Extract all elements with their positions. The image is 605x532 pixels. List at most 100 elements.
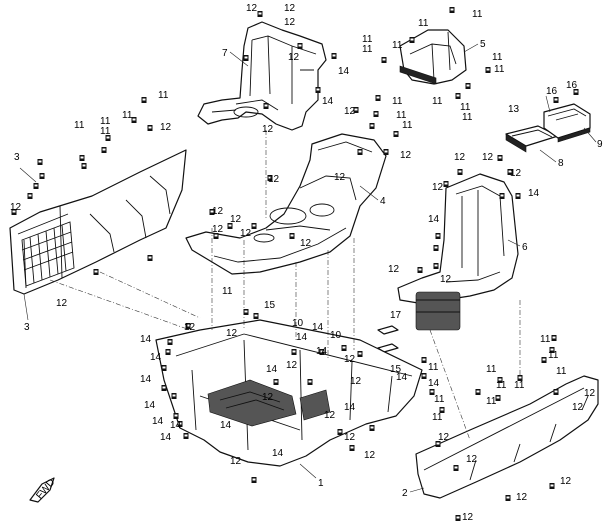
bolt-icon [213,233,219,239]
fastener-callout-12: 12 [466,454,478,465]
bolt-icon [417,267,423,273]
fastener-callout-11: 11 [460,102,471,113]
fastener-callout-12: 12 [268,174,280,185]
bolt-icon [369,123,375,129]
fastener-callout-12: 12 [560,476,572,487]
fastener-callout-11: 11 [362,34,373,45]
callout-part-3: 3 [24,322,30,333]
bolt-icon [273,379,279,385]
fastener-callout-11: 11 [432,412,443,423]
bolt-icon [289,233,295,239]
part-17-plates [377,325,399,353]
bolt-icon [495,395,501,401]
fastener-callout-12: 12 [344,354,356,365]
bolt-icon [263,103,269,109]
bolt-icon [81,163,87,169]
fastener-callout-14: 14 [150,352,162,363]
fastener-callout-11: 11 [462,112,473,123]
fastener-callout-11: 11 [362,44,373,55]
bolt-icon [549,347,555,353]
fastener-callout-11: 11 [74,120,85,131]
callout-part-13: 13 [508,104,520,115]
fastener-callout-12: 12 [262,392,274,403]
callout-part-9: 9 [597,139,603,150]
callout-part-16a: 16 [546,86,558,97]
bolt-icon [39,173,45,179]
leader-lines [19,43,597,493]
fastener-callout-11: 11 [540,334,551,345]
fastener-callout-12: 12 [184,322,196,333]
bolt-icon [443,181,449,187]
bolt-icon [421,357,427,363]
bolt-icon [27,193,33,199]
fastener-callout-12: 12 [160,122,172,133]
bolt-icon [209,209,215,215]
bolt-icon [349,445,355,451]
fastener-callout-14: 14 [140,374,152,385]
bolt-icon [497,155,503,161]
fastener-callout-11: 11 [392,40,403,51]
fastener-callout-12: 12 [462,512,474,523]
bolt-icon [341,345,347,351]
left-panel-vent-grid [21,221,75,287]
fastener-callout-12: 12 [212,206,224,217]
fastener-callout-14: 14 [528,188,540,199]
bolt-icon [319,349,325,355]
fastener-callout-11: 11 [100,116,111,127]
bolt-icon [541,357,547,363]
fastener-callout-12: 12 [226,328,238,339]
bolt-icon [251,477,257,483]
bolt-icon [161,385,167,391]
callout-part-10a: 10 [292,318,304,329]
bolt-icon [177,421,183,427]
fastener-callout-12: 12 [212,224,224,235]
bolt-icon [251,223,257,229]
bolt-icon [465,83,471,89]
bolt-icon [453,465,459,471]
bolt-icon [573,89,579,95]
part-2-right-skirt [415,375,599,499]
bolt-icon [171,393,177,399]
bolt-icon [165,349,171,355]
fastener-callout-12: 12 [344,106,356,117]
bolt-icon [421,373,427,379]
bolt-icon [11,209,17,215]
part-4-center-console [185,133,387,275]
fastener-callout-12: 12 [440,274,452,285]
assembly-center-lines [49,130,521,441]
fastener-callout-11: 11 [486,396,497,407]
bolt-icon [185,323,191,329]
fastener-callout-12: 12 [246,3,258,14]
bolt-icon [253,313,259,319]
fastener-callout-12: 12 [438,432,450,443]
fastener-callout-11: 11 [158,90,169,101]
fastener-callout-11: 11 [418,18,429,29]
bolt-icon [243,55,249,61]
bolt-icon [375,95,381,101]
fastener-callout-11: 11 [392,96,403,107]
bolt-icon [167,339,173,345]
bolt-icon [551,335,557,341]
callout-part-16b: 16 [566,80,578,91]
bolt-icon [131,117,137,123]
callout-part-15a: 15 [264,300,276,311]
bolt-icon [161,365,167,371]
fastener-callout-12: 12 [454,152,466,163]
fastener-callout-14: 14 [144,400,156,411]
fastener-callout-12: 12 [482,152,494,163]
bolt-icon [353,107,359,113]
callout-part-5: 5 [480,39,486,50]
bolt-icon [297,43,303,49]
fastener-callout-11: 11 [548,350,559,361]
fastener-callout-11: 11 [432,96,443,107]
bolt-icon [243,309,249,315]
front-direction-arrow: FWD [29,477,57,503]
fastener-callout-12: 12 [324,410,336,421]
bolt-icon [383,149,389,155]
bolt-icon [141,97,147,103]
fastener-callout-11: 11 [492,52,503,63]
fastener-callout-11: 11 [556,366,567,377]
fastener-callout-12: 12 [432,182,444,193]
